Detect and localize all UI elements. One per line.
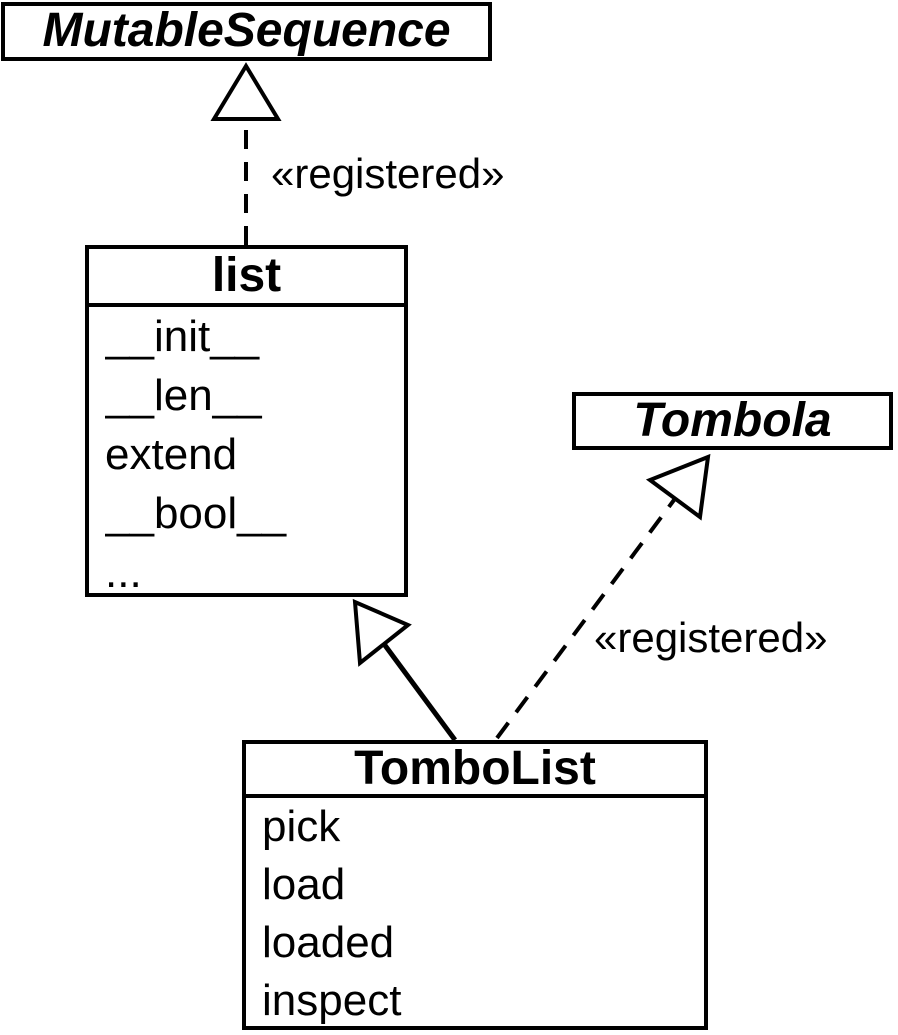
class-box-tombolist: TomboList pick load loaded inspect [242, 740, 708, 1030]
class-box-mutablesequence: MutableSequence [1, 2, 492, 61]
method-bool: __bool__ [105, 489, 287, 538]
method-load: load [262, 860, 346, 909]
hollow-triangle-arrowhead-tombola [645, 453, 711, 521]
method-list-list: __init__ __len__ extend __bool__ ... [89, 307, 404, 602]
method-extend: extend [105, 430, 238, 479]
method-ellipsis: ... [105, 548, 142, 597]
registered-stereotype-label-tombola: «registered» [594, 614, 828, 661]
registered-dashed-line-tombola [495, 498, 676, 740]
class-name-tombolist: TomboList [246, 744, 704, 798]
class-box-tombola: Tombola [572, 392, 893, 450]
method-len: __len__ [105, 371, 262, 420]
method-pick: pick [262, 802, 341, 851]
method-list-tombolist: pick load loaded inspect [246, 798, 704, 1030]
class-name-mutablesequence: MutableSequence [42, 6, 451, 56]
class-name-list: list [89, 249, 404, 307]
method-init: __init__ [105, 312, 260, 361]
method-inspect: inspect [262, 976, 402, 1025]
inheritance-solid-line-list [381, 642, 458, 742]
hollow-triangle-arrowhead-list [352, 598, 412, 667]
registered-stereotype-label-mutablesequence: «registered» [271, 150, 505, 197]
hollow-triangle-arrowhead-mutablesequence [210, 62, 282, 121]
class-name-tombola: Tombola [633, 396, 832, 445]
method-loaded: loaded [262, 918, 395, 967]
class-box-list: list __init__ __len__ extend __bool__ ..… [85, 245, 408, 597]
